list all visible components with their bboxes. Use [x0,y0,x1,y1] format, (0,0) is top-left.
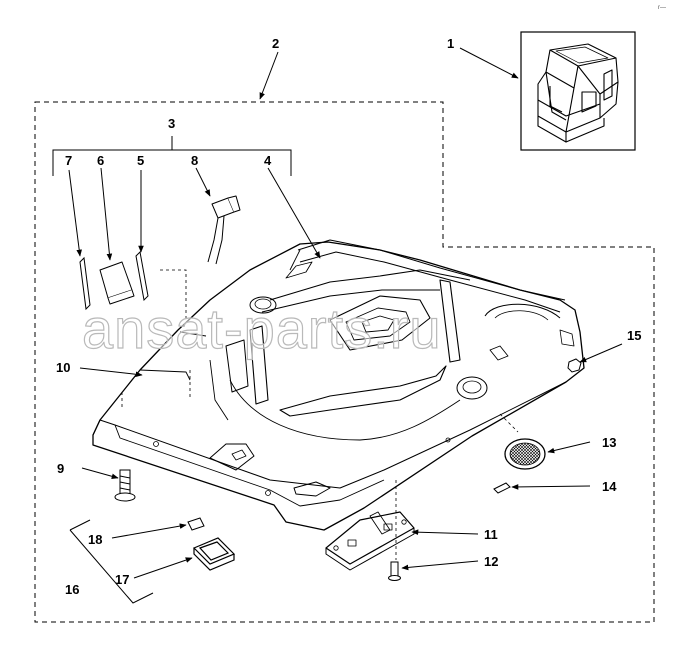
trim-strip-7 [79,256,91,311]
callout-16: 16 [65,582,79,597]
watermark: ansat-parts.ru [82,297,442,360]
callout-8: 8 [191,153,198,168]
callout-17: 17 [115,572,129,587]
callout-2: 2 [272,36,279,51]
callout-10: 10 [56,360,70,375]
callout-labels: 1 2 3 4 5 6 7 8 9 10 11 12 13 14 15 16 1… [56,36,641,597]
callout-18: 18 [88,532,102,547]
bezel-17 [192,537,236,571]
callout-5: 5 [137,153,144,168]
nut-15 [567,358,582,373]
corner-mark: r— [658,5,666,11]
callout-6: 6 [97,153,104,168]
group-bracket-16 [69,519,154,604]
callout-14: 14 [602,479,617,494]
assembly-boundary [34,101,655,623]
callout-7: 7 [65,153,72,168]
group-bracket-3 [52,149,292,176]
callout-13: 13 [602,435,616,450]
callout-12: 12 [484,554,498,569]
screw-12 [388,561,401,581]
callout-11: 11 [484,527,498,542]
callout-9: 9 [57,461,64,476]
clip-18 [187,517,205,531]
headliner-panel [92,239,585,571]
callout-3: 3 [168,116,175,131]
speaker-grille-13 [504,438,546,470]
trim-strip-5 [135,250,149,302]
cab-inset [520,31,636,151]
foam-pad-6 [99,261,135,305]
wire-connector-8 [207,195,241,265]
screw-14 [493,482,511,494]
callout-4: 4 [264,153,272,168]
callout-1: 1 [447,36,454,51]
callout-15: 15 [627,328,641,343]
screw-9 [114,469,136,502]
leader-lines [68,47,623,579]
